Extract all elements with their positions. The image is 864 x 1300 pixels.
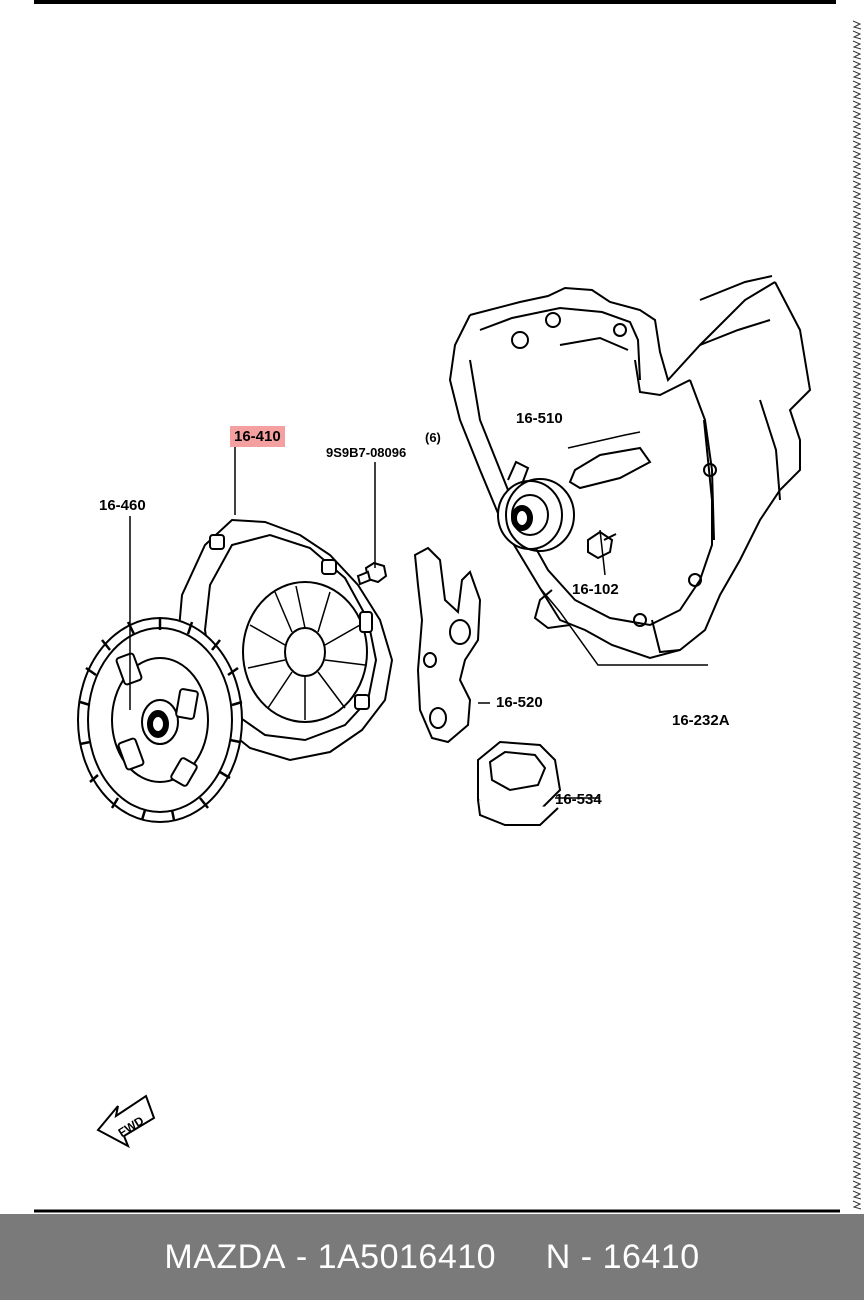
cover-bolt [356,561,388,586]
label-transmission-housing: 16-232A [672,712,730,729]
footer-part-number: 1A5016410 [317,1237,497,1276]
footer-brand: MAZDA [164,1237,286,1276]
label-housing-bolt: 16-102 [572,581,619,598]
label-bolt-qty: (6) [425,430,441,445]
label-clutch-cover: 16-410 [230,426,285,447]
side-pattern-border [851,20,864,1210]
label-release-bearing: 16-510 [516,410,563,427]
footer-ref-prefix: N [545,1237,571,1276]
label-release-fork: 16-520 [496,694,543,711]
fwd-arrow-icon [96,1094,156,1149]
dust-boot [477,740,562,826]
leader-lines [129,431,708,799]
release-fork [413,546,482,744]
footer-bar: MAZDA - 1A5016410 N - 16410 [0,1214,864,1300]
label-clutch-disc: 16-460 [99,497,146,514]
label-dust-boot: 16-534 [555,791,602,808]
footer-ref-number: 16410 [602,1237,700,1276]
transmission-housing [448,275,812,660]
clutch-disc [77,617,243,823]
release-bearing [497,460,575,552]
label-bolt-part: 9S9B7-08096 [326,445,407,460]
